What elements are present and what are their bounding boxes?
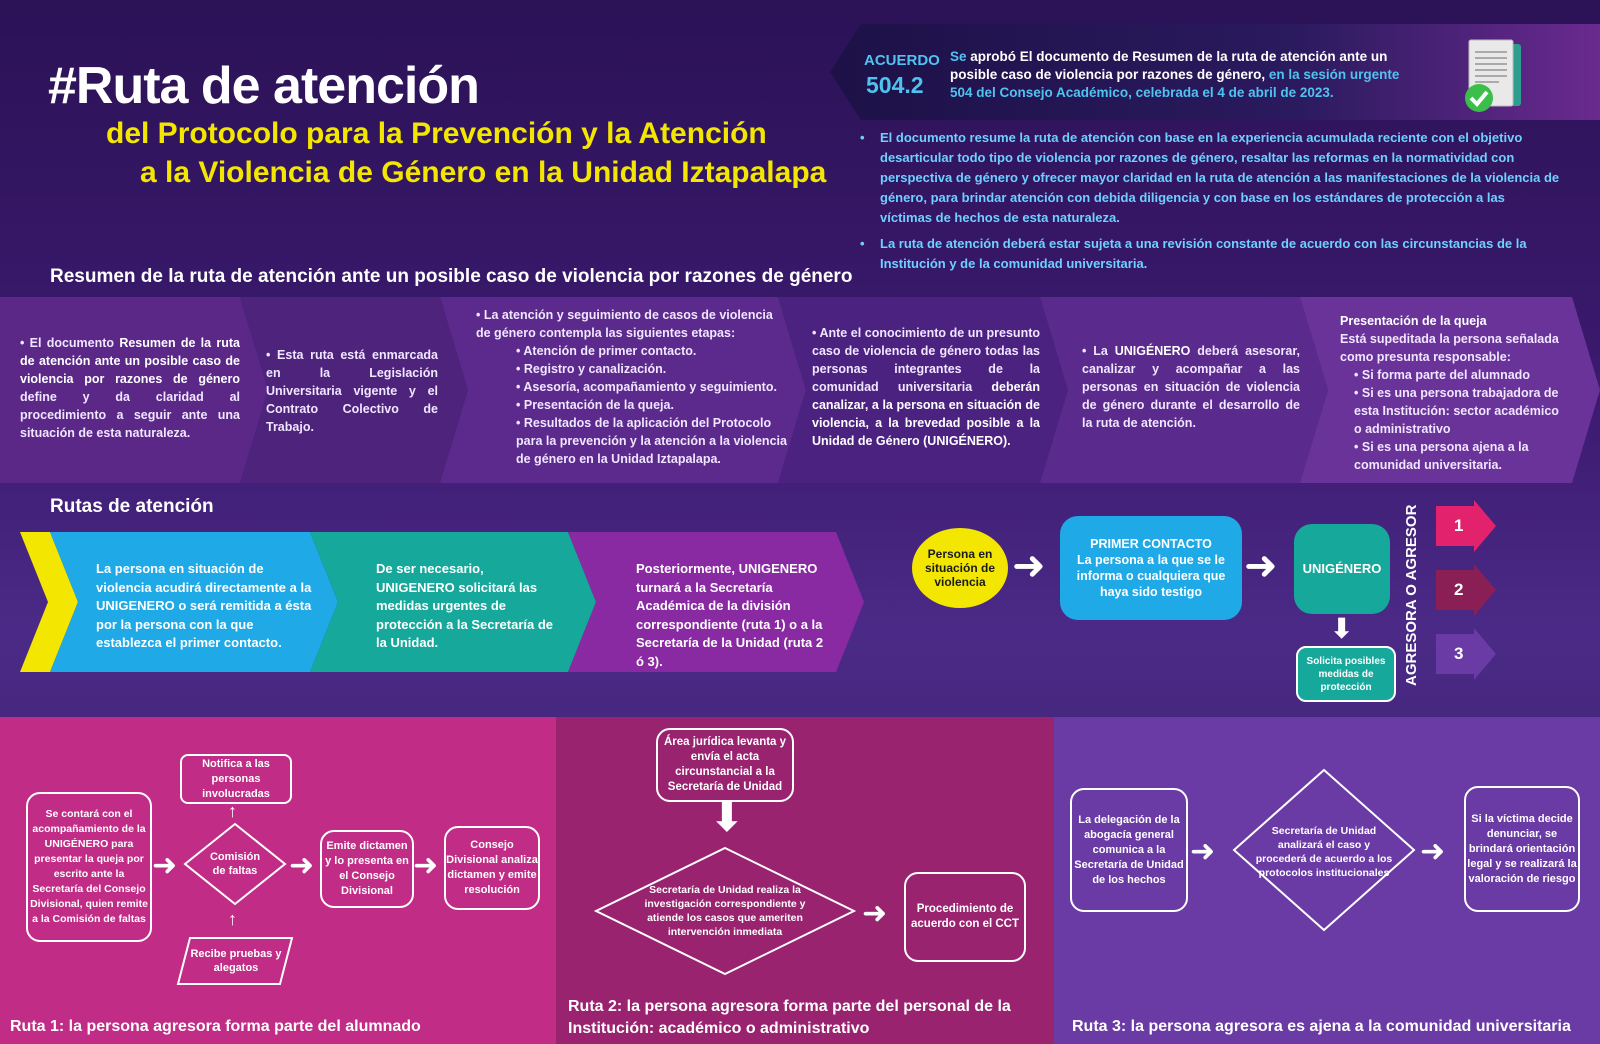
ruta2-panel bbox=[556, 717, 1054, 1044]
acuerdo-label: ACUERDO bbox=[864, 52, 940, 69]
bullet-2: Esta ruta está enmarcada en la Legislaci… bbox=[266, 348, 438, 434]
bullet-1: El documento bbox=[20, 336, 114, 350]
summary-item-5-bold: UNIGÉNERO bbox=[1114, 344, 1191, 358]
subtitle-line-1: del Protocolo para la Prevención y la At… bbox=[106, 117, 767, 150]
route-step-2: De ser necesario, UNIGENERO solicitará l… bbox=[376, 561, 554, 650]
summary-item-3-intro: La atención y seguimiento de casos de vi… bbox=[476, 306, 790, 342]
route-number-3: 3 bbox=[1454, 644, 1464, 663]
secretaria-unidad-diamond bbox=[1232, 768, 1416, 932]
procedimiento-box: Procedimiento de acuerdo con el CCT bbox=[904, 872, 1026, 962]
arrow-right-icon: ➜ bbox=[152, 849, 178, 882]
acuerdo-bullet-2: La ruta de atención deberá estar sujeta … bbox=[860, 234, 1560, 274]
route-number-arrows bbox=[1436, 500, 1496, 680]
queja-item-3: Si es una persona ajena a la comunidad u… bbox=[1354, 438, 1562, 474]
arrow-right-icon: ➜ bbox=[413, 849, 439, 882]
ruta1-caption: Ruta 1: la persona agresora forma parte … bbox=[10, 1018, 421, 1035]
acuerdo-bullet-1: El documento resume la ruta de atención … bbox=[860, 128, 1560, 228]
consejo-box: Consejo Divisional analiza dictamen y em… bbox=[444, 826, 540, 910]
ruta1-panel bbox=[0, 717, 556, 1044]
route-step-1: La persona en situación de violencia acu… bbox=[96, 561, 312, 650]
primer-contacto-node: PRIMER CONTACTO La persona a la que se l… bbox=[1060, 516, 1242, 620]
acuerdo-number: 504.2 bbox=[866, 72, 924, 98]
acuerdo-main: aprobó El documento de Resumen de la rut… bbox=[950, 49, 1388, 82]
arrow-down-icon: ⬇ bbox=[710, 796, 744, 840]
queja-item-1: Si forma parte del alumnado bbox=[1354, 366, 1562, 384]
persona-node: Persona en situación de violencia bbox=[912, 528, 1008, 608]
emite-box: Emite dictamen y lo presenta en el Conse… bbox=[320, 830, 414, 908]
summary-item-1: El documento Resumen de la ruta de atenc… bbox=[20, 334, 240, 442]
primer-contacto-text: La persona a la que se le informa o cual… bbox=[1076, 553, 1226, 599]
stage-1: Atención de primer contacto. bbox=[516, 342, 790, 360]
stage-2: Registro y canalización. bbox=[516, 360, 790, 378]
summary-item-4-bold: deberán canalizar, a la persona en situa… bbox=[812, 380, 1040, 448]
secretaria-unidad-label: Secretaría de Unidad analizará el caso y… bbox=[1255, 825, 1393, 879]
agresor-vertical-label: AGRESORA O AGRESOR bbox=[1403, 504, 1420, 686]
stage-5: Resultados de la aplicación del Protocol… bbox=[516, 414, 790, 468]
arrow-up-icon: ↑ bbox=[228, 909, 237, 929]
acuerdo-session: en la sesión urgente 504 del Consejo Aca… bbox=[950, 67, 1400, 100]
secretaria-label: Secretaría de Unidad realiza la investig… bbox=[644, 884, 806, 938]
routes-chevron-band bbox=[20, 532, 864, 672]
summary-item-6-intro: Está supeditada la persona señalada como… bbox=[1340, 332, 1559, 364]
summary-title: Resumen de la ruta de atención ante un p… bbox=[50, 266, 853, 287]
route-step-3: Posteriormente, UNIGENERO turnará a la S… bbox=[636, 561, 824, 669]
arrow-right-icon: ➜ bbox=[289, 849, 315, 882]
arrow-right-icon: ➜ bbox=[1190, 835, 1216, 868]
primer-contacto-title: PRIMER CONTACTO bbox=[1090, 537, 1212, 551]
acuerdo-bullets: El documento resume la ruta de atención … bbox=[860, 128, 1560, 280]
arrow-right-icon: ➜ bbox=[862, 897, 888, 930]
summary-item-2: Esta ruta está enmarcada en la Legislaci… bbox=[266, 346, 438, 436]
summary-item-5-post: deberá asesorar, canalizar y acompañar a… bbox=[1082, 344, 1300, 430]
recibe-parallelogram bbox=[176, 937, 294, 985]
arrow-up-icon: ↑ bbox=[228, 801, 237, 821]
route-number-2: 2 bbox=[1454, 580, 1464, 599]
summary-item-4: Ante el conocimiento de un presunto caso… bbox=[812, 324, 1040, 450]
arrow-down-icon: ⬇ bbox=[1330, 613, 1354, 644]
secretaria-diamond bbox=[594, 846, 856, 976]
subtitle-line-2: a la Violencia de Género en la Unidad Iz… bbox=[140, 156, 827, 189]
stage-3: Asesoría, acompañamiento y seguimiento. bbox=[516, 378, 790, 396]
summary-item-5-pre: La bbox=[1082, 344, 1108, 358]
queja-item-2: Si es una persona trabajadora de esta In… bbox=[1354, 384, 1562, 438]
delegacion-box: La delegación de la abogacía general com… bbox=[1070, 788, 1188, 912]
ruta3-caption: Ruta 3: la persona agresora es ajena a l… bbox=[1072, 1018, 1571, 1035]
comision-label: Comisión de faltas bbox=[209, 851, 261, 877]
unigenero-node: UNIGÉNERO bbox=[1294, 524, 1390, 614]
arrow-right-icon: ➜ bbox=[1012, 544, 1046, 588]
summary-item-3: La atención y seguimiento de casos de vi… bbox=[476, 306, 790, 468]
arrow-right-icon: ➜ bbox=[1420, 835, 1446, 868]
acuerdo-text: Se aprobó El documento de Resumen de la … bbox=[950, 48, 1425, 102]
summary-item-6: Presentación de la queja Está supeditada… bbox=[1340, 312, 1562, 474]
summary-item-5: La UNIGÉNERO deberá asesorar, canalizar … bbox=[1082, 342, 1300, 432]
arrow-right-icon: ➜ bbox=[1244, 544, 1278, 588]
solicita-medidas-node: Solicita posibles medidas de protección bbox=[1296, 646, 1396, 702]
document-check-icon bbox=[1455, 38, 1535, 116]
acuerdo-se: Se bbox=[950, 49, 967, 64]
routes-title: Rutas de atención bbox=[50, 496, 214, 517]
page-title: #Ruta de atención bbox=[48, 57, 480, 115]
summary-item-6-title: Presentación de la queja bbox=[1340, 314, 1487, 328]
notifica-box: Notifica a las personas involucradas bbox=[180, 754, 292, 804]
stage-4: Presentación de la queja. bbox=[516, 396, 790, 414]
ruta1-start-box: Se contará con el acompañamiento de la U… bbox=[26, 792, 152, 942]
victima-box: Si la víctima decide denunciar, se brind… bbox=[1464, 786, 1580, 912]
route-number-1: 1 bbox=[1454, 516, 1464, 535]
recibe-label: Recibe pruebas y alegatos bbox=[190, 948, 282, 974]
ruta2-caption: Ruta 2: la persona agresora forma parte … bbox=[568, 998, 1011, 1037]
comision-diamond bbox=[183, 822, 287, 906]
summary-item-1-post: define y da claridad al procedimiento a … bbox=[20, 390, 240, 440]
area-juridica-box: Área jurídica levanta y envía el acta ci… bbox=[656, 728, 794, 802]
summary-item-1-bold: Resumen de la ruta de atención ante un p… bbox=[20, 336, 240, 386]
